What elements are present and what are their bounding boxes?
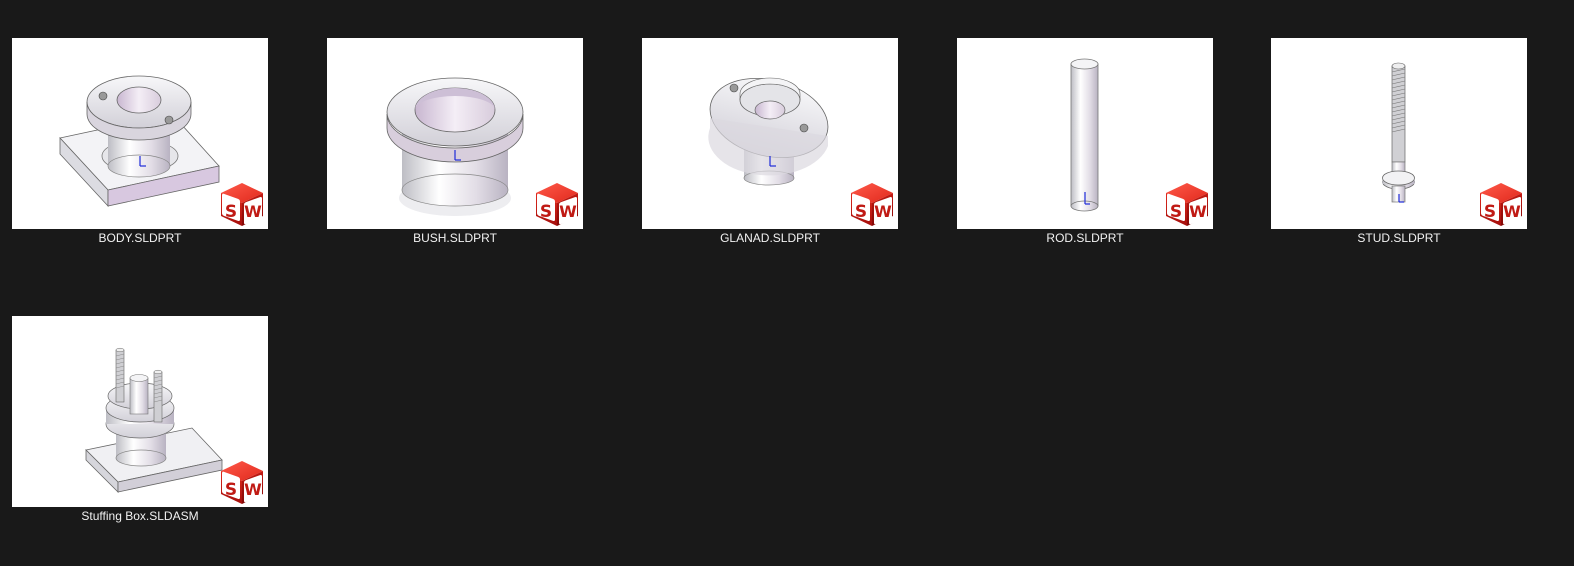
gland-part-thumbnail[interactable]	[642, 38, 898, 229]
file-name-label: ROD.SLDPRT	[1046, 231, 1124, 245]
solidworks-logo-icon	[534, 181, 580, 227]
file-name-label: Stuffing Box.SLDASM	[81, 509, 199, 523]
file-tile-body[interactable]: BODY.SLDPRT	[12, 38, 268, 278]
stud-part-render	[1382, 62, 1415, 203]
solidworks-logo-icon	[849, 181, 895, 227]
body-part-render	[59, 75, 220, 208]
rod-part-thumbnail[interactable]	[957, 38, 1213, 229]
solidworks-logo-icon	[219, 459, 265, 505]
bush-part-thumbnail[interactable]	[327, 38, 583, 229]
gland-part-render	[708, 77, 829, 186]
solidworks-logo-icon	[1164, 181, 1210, 227]
solidworks-logo-icon	[1478, 181, 1524, 227]
rod-part-render	[1070, 58, 1099, 212]
file-tile-rod[interactable]: ROD.SLDPRT	[957, 38, 1213, 278]
file-tile-stuffing-box[interactable]: Stuffing Box.SLDASM	[12, 316, 268, 556]
file-name-label: BODY.SLDPRT	[98, 231, 182, 245]
file-tile-stud[interactable]: STUD.SLDPRT	[1271, 38, 1527, 278]
file-name-label: BUSH.SLDPRT	[413, 231, 497, 245]
bush-part-render	[386, 77, 524, 216]
file-tile-gland[interactable]: GLANAD.SLDPRT	[642, 38, 898, 278]
file-tile-bush[interactable]: BUSH.SLDPRT	[327, 38, 583, 278]
file-name-label: STUD.SLDPRT	[1357, 231, 1441, 245]
solidworks-logo-icon	[219, 181, 265, 227]
file-name-label: GLANAD.SLDPRT	[720, 231, 820, 245]
stud-part-thumbnail[interactable]	[1271, 38, 1527, 229]
body-part-thumbnail[interactable]	[12, 38, 268, 229]
assembly-render	[85, 347, 223, 493]
assembly-thumbnail[interactable]	[12, 316, 268, 507]
